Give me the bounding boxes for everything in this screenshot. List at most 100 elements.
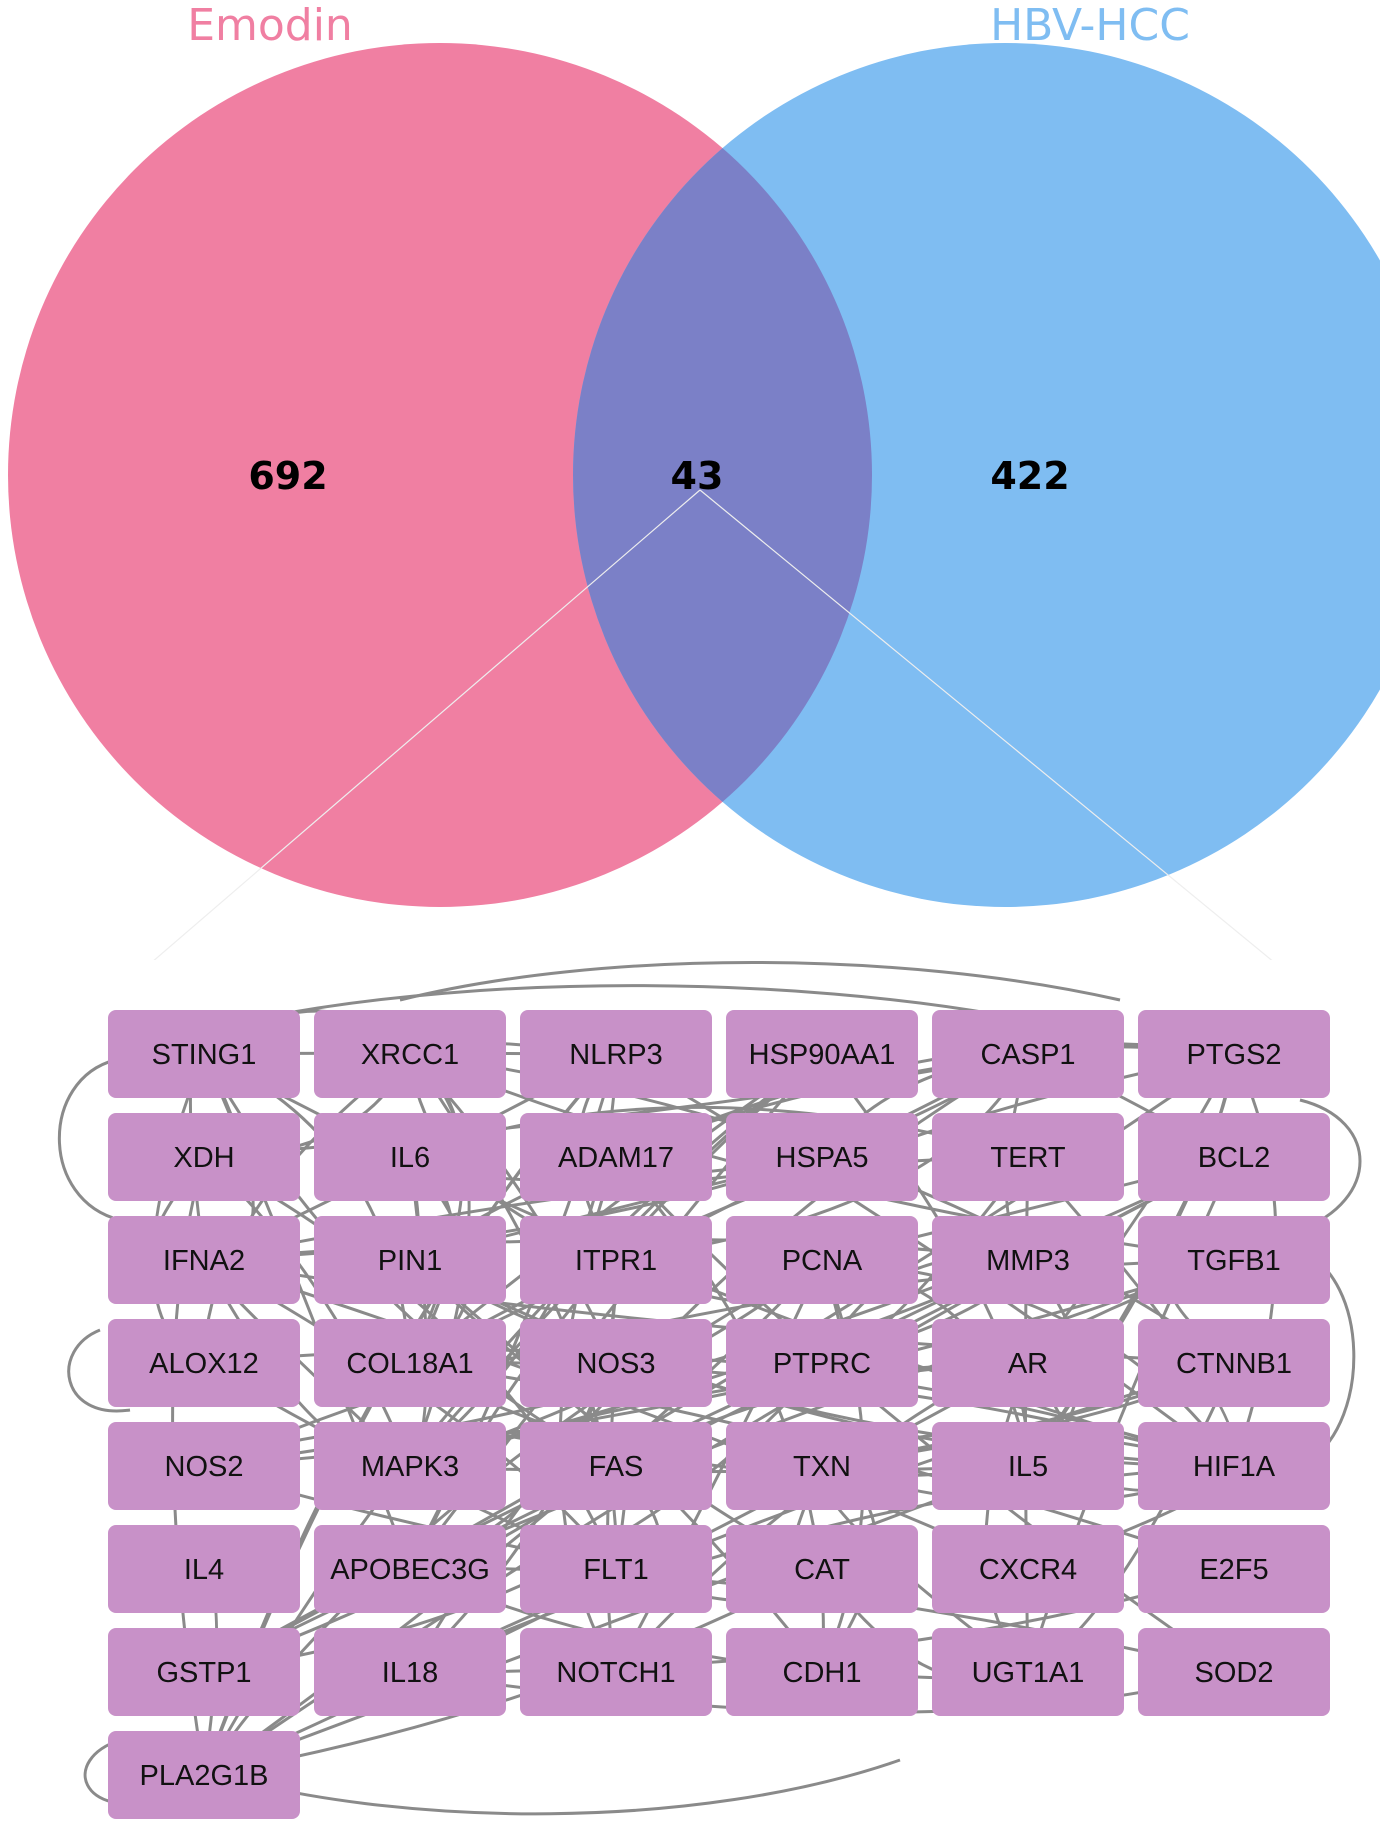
gene-node-cxcr4[interactable]: CXCR4 <box>932 1525 1124 1613</box>
gene-node-tert[interactable]: TERT <box>932 1113 1124 1201</box>
gene-node-cat[interactable]: CAT <box>726 1525 918 1613</box>
gene-node-box <box>108 1113 300 1201</box>
gene-node-box <box>932 1422 1124 1510</box>
gene-node-mapk3[interactable]: MAPK3 <box>314 1422 506 1510</box>
hbv-hcc-set-title: HBV-HCC <box>990 0 1190 51</box>
gene-node-ar[interactable]: AR <box>932 1319 1124 1407</box>
gene-node-label: TERT <box>990 1142 1065 1174</box>
gene-node-box <box>520 1422 712 1510</box>
gene-node-xdh[interactable]: XDH <box>108 1113 300 1201</box>
gene-node-label: MMP3 <box>986 1245 1070 1277</box>
gene-node-label: PCNA <box>782 1245 863 1277</box>
gene-node-box <box>726 1628 918 1716</box>
gene-node-box <box>726 1010 918 1098</box>
gene-node-label: CAT <box>794 1554 850 1586</box>
network-edge <box>1299 1098 1362 1232</box>
gene-node-nos3[interactable]: NOS3 <box>520 1319 712 1407</box>
gene-node-ctnnb1[interactable]: CTNNB1 <box>1138 1319 1330 1407</box>
gene-node-flt1[interactable]: FLT1 <box>520 1525 712 1613</box>
gene-node-box <box>1138 1628 1330 1716</box>
gene-node-pin1[interactable]: PIN1 <box>314 1216 506 1304</box>
gene-node-ugt1a1[interactable]: UGT1A1 <box>932 1628 1124 1716</box>
gene-node-hsp90aa1[interactable]: HSP90AA1 <box>726 1010 918 1098</box>
venn-diagram: Emodin HBV-HCC 692 43 422 <box>8 0 1380 960</box>
gene-node-box <box>108 1319 300 1407</box>
gene-node-casp1[interactable]: CASP1 <box>932 1010 1124 1098</box>
network-edge <box>1027 1362 1236 1674</box>
gene-node-box <box>726 1319 918 1407</box>
gene-node-label: XDH <box>173 1142 234 1174</box>
gene-node-col18a1[interactable]: COL18A1 <box>314 1319 506 1407</box>
gene-node-label: HIF1A <box>1193 1451 1276 1483</box>
gene-node-notch1[interactable]: NOTCH1 <box>520 1628 712 1716</box>
gene-node-gstp1[interactable]: GSTP1 <box>108 1628 300 1716</box>
gene-node-il4[interactable]: IL4 <box>108 1525 300 1613</box>
gene-node-label: IFNA2 <box>163 1245 245 1277</box>
gene-node-il18[interactable]: IL18 <box>314 1628 506 1716</box>
gene-node-box <box>1138 1422 1330 1510</box>
gene-node-label: GSTP1 <box>156 1657 251 1689</box>
gene-node-label: PTPRC <box>773 1348 871 1380</box>
gene-node-box <box>1138 1216 1330 1304</box>
gene-node-cdh1[interactable]: CDH1 <box>726 1628 918 1716</box>
gene-node-label: E2F5 <box>1199 1554 1268 1586</box>
gene-node-label: IL18 <box>382 1657 438 1689</box>
gene-node-box <box>1138 1113 1330 1201</box>
gene-node-pcna[interactable]: PCNA <box>726 1216 918 1304</box>
gene-node-ifna2[interactable]: IFNA2 <box>108 1216 300 1304</box>
network-edge <box>249 984 1001 1022</box>
gene-node-e2f5[interactable]: E2F5 <box>1138 1525 1330 1613</box>
gene-node-il6[interactable]: IL6 <box>314 1113 506 1201</box>
gene-node-mmp3[interactable]: MMP3 <box>932 1216 1124 1304</box>
gene-node-label: NOS3 <box>577 1348 656 1380</box>
gene-node-itpr1[interactable]: ITPR1 <box>520 1216 712 1304</box>
network-edge <box>67 1328 131 1413</box>
gene-node-alox12[interactable]: ALOX12 <box>108 1319 300 1407</box>
gene-node-box <box>1138 1525 1330 1613</box>
gene-node-box <box>932 1216 1124 1304</box>
gene-node-label: NLRP3 <box>569 1039 663 1071</box>
gene-node-tgfb1[interactable]: TGFB1 <box>1138 1216 1330 1304</box>
emodin-only-count: 692 <box>248 454 327 498</box>
gene-node-bcl2[interactable]: BCL2 <box>1138 1113 1330 1201</box>
gene-node-nlrp3[interactable]: NLRP3 <box>520 1010 712 1098</box>
gene-node-box <box>932 1319 1124 1407</box>
gene-node-pla2g1b[interactable]: PLA2G1B <box>108 1731 300 1819</box>
gene-node-label: PTGS2 <box>1186 1039 1281 1071</box>
gene-node-il5[interactable]: IL5 <box>932 1422 1124 1510</box>
gene-node-box <box>108 1525 300 1613</box>
gene-node-box <box>1138 1010 1330 1098</box>
gene-node-box <box>108 1628 300 1716</box>
gene-node-xrcc1[interactable]: XRCC1 <box>314 1010 506 1098</box>
gene-node-box <box>314 1319 506 1407</box>
gene-node-sting1[interactable]: STING1 <box>108 1010 300 1098</box>
gene-node-ptprc[interactable]: PTPRC <box>726 1319 918 1407</box>
network-edge <box>57 1058 121 1222</box>
gene-node-hspa5[interactable]: HSPA5 <box>726 1113 918 1201</box>
gene-node-box <box>520 1628 712 1716</box>
gene-node-label: NOTCH1 <box>556 1657 675 1689</box>
gene-node-adam17[interactable]: ADAM17 <box>520 1113 712 1201</box>
gene-node-label: SOD2 <box>1195 1657 1274 1689</box>
gene-node-ptgs2[interactable]: PTGS2 <box>1138 1010 1330 1098</box>
gene-node-box <box>314 1422 506 1510</box>
gene-node-label: IL6 <box>390 1142 430 1174</box>
gene-node-label: CXCR4 <box>979 1554 1077 1586</box>
gene-node-hif1a[interactable]: HIF1A <box>1138 1422 1330 1510</box>
gene-node-fas[interactable]: FAS <box>520 1422 712 1510</box>
gene-node-label: HSPA5 <box>776 1142 869 1174</box>
gene-node-nos2[interactable]: NOS2 <box>108 1422 300 1510</box>
intersection-region <box>573 43 872 907</box>
gene-node-box <box>108 1731 300 1819</box>
gene-node-apobec3g[interactable]: APOBEC3G <box>314 1525 506 1613</box>
gene-node-box <box>108 1010 300 1098</box>
gene-node-label: IL4 <box>184 1554 224 1586</box>
emodin-set-title: Emodin <box>187 0 353 51</box>
gene-node-box <box>314 1010 506 1098</box>
gene-node-box <box>726 1216 918 1304</box>
gene-node-sod2[interactable]: SOD2 <box>1138 1628 1330 1716</box>
network-edge <box>199 1758 901 1816</box>
gene-node-txn[interactable]: TXN <box>726 1422 918 1510</box>
